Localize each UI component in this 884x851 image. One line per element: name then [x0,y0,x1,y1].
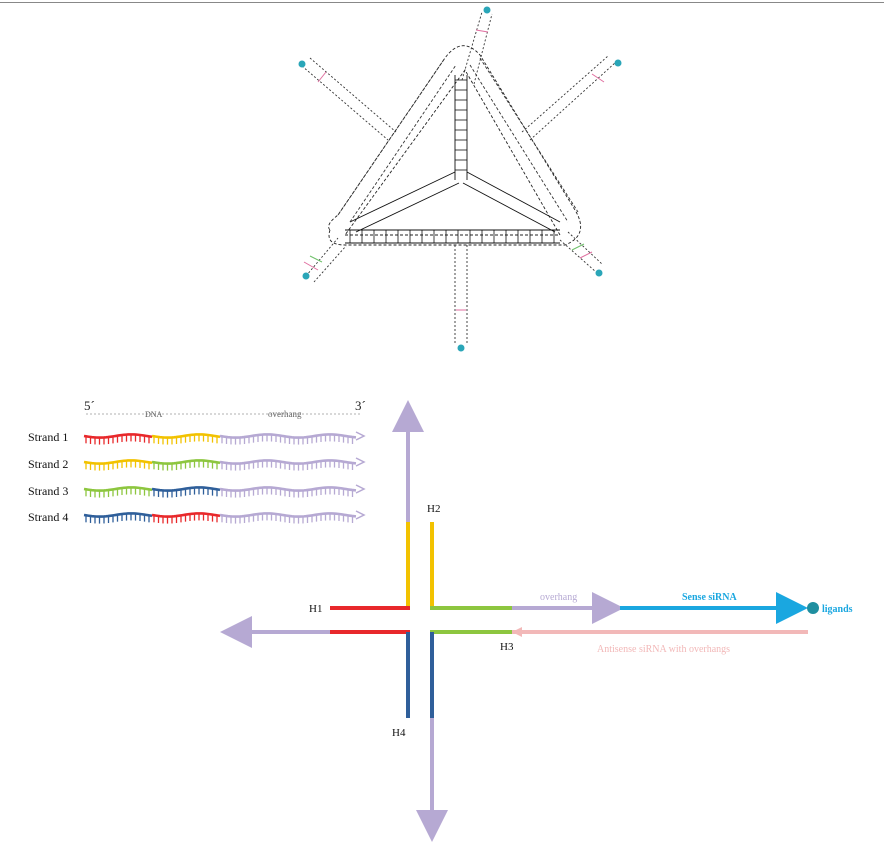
base-helix-rungs [349,230,555,243]
nanostructure-illustration [301,11,617,345]
h3-label: H3 [500,641,514,653]
arm-ligand-dots [298,6,622,352]
strand-1-overhang [219,433,357,445]
strand-drawings [83,431,366,524]
outer-triangle-strand [328,45,582,246]
sense-sirna-label: Sense siRNA [682,592,738,603]
five-prime-label: 5´ [84,398,95,413]
arm-lower-left [305,237,347,283]
ligands-label: ligands [822,604,853,615]
base-helix [345,229,560,244]
strand-1-segment-a [83,433,153,445]
ligand-dot-top [483,6,491,14]
arm-accent-marks [303,29,605,311]
dna-label: DNA [145,410,163,419]
top-border-line [0,2,884,3]
ligand-dot-upper-right [614,59,622,67]
strand-3-label: Strand 3 [28,484,68,498]
outer-triangle-strand-inner [344,69,561,236]
antisense-sirna-label: Antisense siRNA with overhangs [597,644,730,655]
strand-1-arrowhead [355,431,366,441]
h1-label: H1 [309,603,322,615]
strand-4-segment-b [151,512,221,524]
strand-2-segment-a [83,459,153,471]
arm-upper-right [521,55,617,141]
strand-3-arrowhead [355,484,366,494]
center-vertical-rungs [455,79,467,171]
inner-left-helix [349,171,460,233]
strand-4-label: Strand 4 [28,510,68,524]
right-edge-helix [469,57,579,223]
strand-3-segment-b [151,486,221,498]
strand-2-overhang [219,459,357,471]
strand-3-overhang [219,486,357,498]
strand-4-segment-a [83,512,153,524]
overhang-arrow-label: overhang [540,592,577,603]
strand-3-segment-a [83,486,153,498]
ligand-dot-lower-right [595,269,603,277]
ligand-dot-upper-left [298,60,306,68]
inner-right-helix [462,171,561,233]
strand-2-arrowhead [355,457,366,467]
arm-bottom [454,245,468,345]
ligand-dot-bottom [457,344,465,352]
h2-label: H2 [427,503,440,515]
h4-label: H4 [392,727,406,739]
left-edge-helix [337,57,457,223]
arm-upper-left [301,57,397,141]
ligand-dot [807,602,819,614]
arm-lower-right [559,231,603,273]
strand-1-segment-b [151,433,221,445]
strand-legend: 5´ 3´ DNA overhang Strand 1 Strand 2 Str… [28,398,366,524]
ligand-dot-lower-left [302,272,310,280]
strand-2-label: Strand 2 [28,457,68,471]
strand-4-overhang [219,512,357,524]
center-vertical-helix [454,75,468,180]
strand-2-segment-b [151,459,221,471]
three-prime-label: 3´ [355,398,366,413]
strand-4-arrowhead [355,510,366,520]
four-way-junction: H1 H2 H3 H4 overhang Sense siRNA Antisen… [220,400,853,842]
arm-top [461,11,493,85]
strand-1-label: Strand 1 [28,430,68,444]
antisense-arrow-head [512,627,522,637]
overhang-label: overhang [268,409,302,419]
